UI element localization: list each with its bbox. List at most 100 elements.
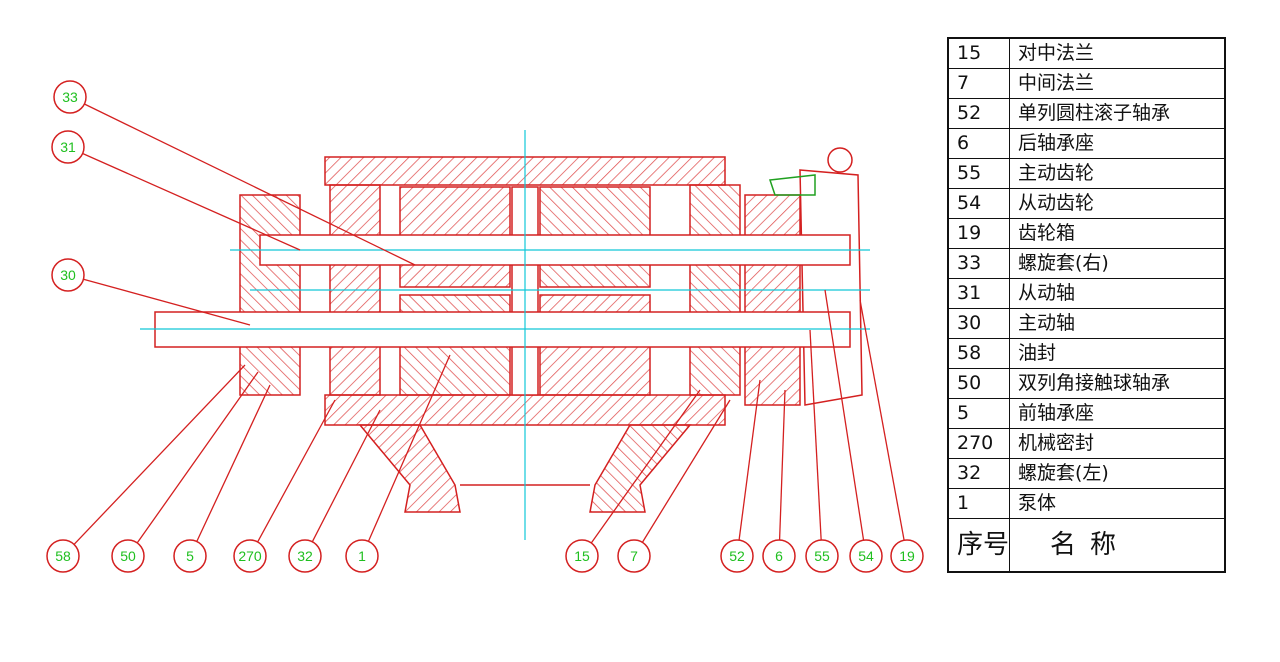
gearbox-outline xyxy=(768,174,816,196)
part-number: 15 xyxy=(947,37,1011,69)
callout-label: 54 xyxy=(858,548,874,564)
callout-label: 32 xyxy=(297,548,313,564)
callout-label: 5 xyxy=(186,548,194,564)
part-name: 螺旋套(左) xyxy=(1009,458,1226,489)
part-name: 单列圆柱滚子轴承 xyxy=(1009,98,1226,129)
callout-label: 270 xyxy=(238,548,262,564)
leader-line xyxy=(82,152,301,251)
callout-11: 54 xyxy=(824,289,883,573)
callout-5: 1 xyxy=(345,354,451,573)
part-number: 50 xyxy=(947,368,1011,399)
part-name: 螺旋套(右) xyxy=(1009,248,1226,279)
callout-label: 33 xyxy=(62,89,78,105)
part-number: 19 xyxy=(947,218,1011,249)
callout-3: 270 xyxy=(233,399,336,573)
part-name: 泵体 xyxy=(1009,488,1226,519)
callout-circle xyxy=(173,539,207,573)
part-name: 齿轮箱 xyxy=(1009,218,1226,249)
header-number: 序号 xyxy=(947,518,1011,573)
callout-circle xyxy=(345,539,379,573)
callout-6: 15 xyxy=(565,389,701,573)
callout-label: 31 xyxy=(60,139,76,155)
centerlines xyxy=(140,130,870,540)
leader-line xyxy=(824,289,865,541)
leader-line xyxy=(136,371,259,544)
part-number: 270 xyxy=(947,428,1011,459)
callout-circle xyxy=(233,539,267,573)
part-number: 7 xyxy=(947,68,1011,99)
header-name: 名称 xyxy=(1009,518,1226,573)
part-number: 55 xyxy=(947,158,1011,189)
part-number: 6 xyxy=(947,128,1011,159)
part-name: 机械密封 xyxy=(1009,428,1226,459)
callout-circle xyxy=(46,539,80,573)
leader-line xyxy=(83,278,251,326)
callout-circle xyxy=(890,539,924,573)
leader-line xyxy=(73,364,246,545)
callout-label: 6 xyxy=(775,548,783,564)
leader-line xyxy=(84,103,416,266)
part-number: 58 xyxy=(947,338,1011,369)
pump-body xyxy=(154,147,863,513)
callout-8: 52 xyxy=(720,379,761,573)
callout-1: 50 xyxy=(111,371,259,573)
callout-2: 30 xyxy=(51,258,251,326)
callout-circle xyxy=(849,539,883,573)
callout-circle xyxy=(617,539,651,573)
callout-1: 31 xyxy=(51,130,301,251)
part-number: 54 xyxy=(947,188,1011,219)
part-number: 33 xyxy=(947,248,1011,279)
leader-line xyxy=(641,399,731,543)
callout-label: 15 xyxy=(574,548,590,564)
callout-9: 6 xyxy=(762,389,796,573)
callout-10: 55 xyxy=(805,329,839,573)
callout-4: 32 xyxy=(288,409,381,573)
callout-label: 50 xyxy=(120,548,136,564)
part-name: 主动齿轮 xyxy=(1009,158,1226,189)
part-name: 中间法兰 xyxy=(1009,68,1226,99)
callout-circle xyxy=(805,539,839,573)
callout-label: 30 xyxy=(60,267,76,283)
leader-line xyxy=(367,354,451,542)
callout-label: 19 xyxy=(899,548,915,564)
leader-line xyxy=(590,389,701,544)
part-name: 主动轴 xyxy=(1009,308,1226,339)
part-name: 油封 xyxy=(1009,338,1226,369)
callout-label: 1 xyxy=(358,548,366,564)
parts-table-header: 序号名称 xyxy=(947,518,1226,573)
part-name: 双列角接触球轴承 xyxy=(1009,368,1226,399)
callout-12: 19 xyxy=(859,299,924,573)
leader-line xyxy=(738,379,761,541)
callout-7: 7 xyxy=(617,399,731,573)
part-name: 从动轴 xyxy=(1009,278,1226,309)
callout-0: 33 xyxy=(53,80,416,266)
leader-line xyxy=(311,409,381,543)
part-number: 30 xyxy=(947,308,1011,339)
callout-0: 58 xyxy=(46,364,246,573)
part-name: 前轴承座 xyxy=(1009,398,1226,429)
callout-label: 55 xyxy=(814,548,830,564)
part-number: 1 xyxy=(947,488,1011,519)
part-name: 对中法兰 xyxy=(1009,37,1226,69)
part-name: 后轴承座 xyxy=(1009,128,1226,159)
callout-label: 52 xyxy=(729,548,745,564)
callout-circle xyxy=(111,539,145,573)
part-number: 32 xyxy=(947,458,1011,489)
callout-label: 58 xyxy=(55,548,71,564)
callout-2: 5 xyxy=(173,384,271,573)
